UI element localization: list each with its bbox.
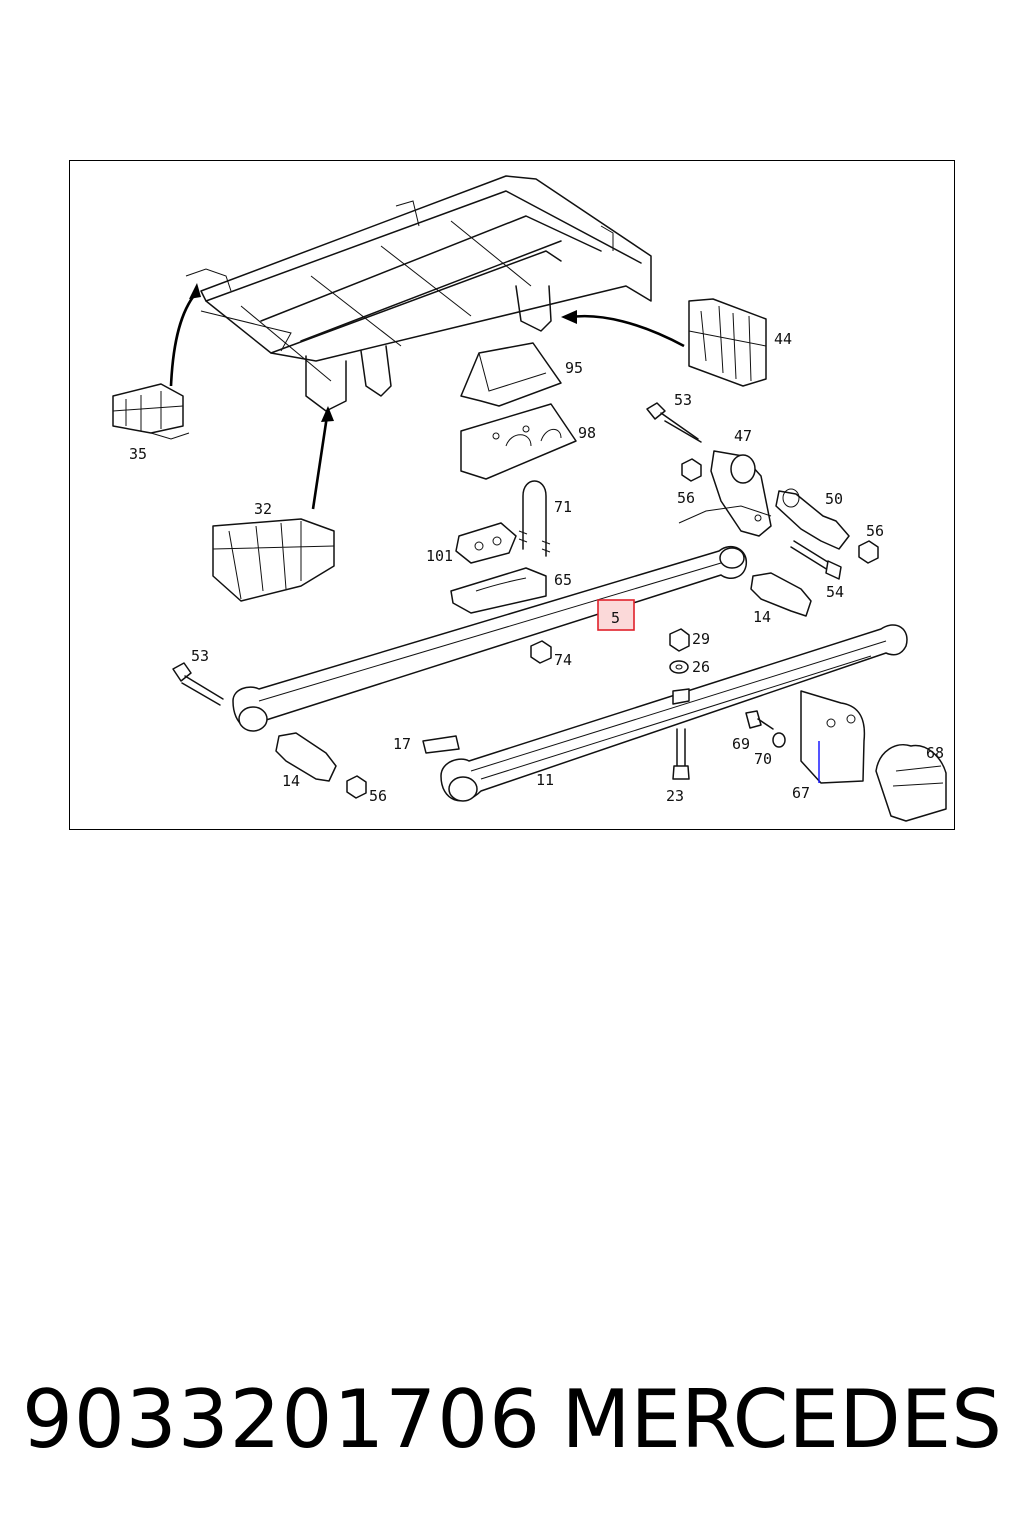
callout-14-right: 14: [753, 608, 771, 626]
callout-32: 32: [254, 500, 272, 518]
plate-101-illustration: [455, 522, 517, 564]
leaf-spring-5-illustration: [232, 545, 747, 732]
exploded-parts-diagram: 35 32 44 95 98 53 47 56 50 56 71 101 65 …: [112, 175, 947, 822]
callout-95: 95: [565, 359, 583, 377]
callout-74: 74: [554, 651, 572, 669]
bolt-53-left-illustration: [172, 662, 224, 706]
bushing-14-right-illustration: [750, 572, 812, 617]
callout-70: 70: [754, 750, 772, 768]
plate-95-illustration: [460, 342, 562, 407]
shackle-47-illustration: [710, 450, 772, 537]
callout-56-left: 56: [369, 787, 387, 805]
callout-56-right: 56: [866, 522, 884, 540]
cover-67-illustration: [800, 690, 866, 784]
bracket-44-illustration: [688, 298, 767, 387]
callout-26: 26: [692, 658, 710, 676]
parts-diagram-frame: 35 32 44 95 98 53 47 56 50 56 71 101 65 …: [69, 160, 955, 830]
bolt-53-top-illustration: [646, 402, 702, 443]
callout-68: 68: [926, 744, 944, 762]
callout-5: 5: [611, 609, 620, 627]
bolt-69-washer-70-illustration: [745, 710, 786, 748]
callout-71: 71: [554, 498, 572, 516]
callout-44: 44: [774, 330, 792, 348]
callout-101: 101: [426, 547, 453, 565]
callout-56-top: 56: [677, 489, 695, 507]
callout-69: 69: [732, 735, 750, 753]
bushing-50-illustration: [775, 488, 850, 550]
callout-53-top: 53: [674, 391, 692, 409]
leaf-spring-11-illustration: [440, 624, 908, 802]
callout-23: 23: [666, 787, 684, 805]
callout-14-left: 14: [282, 772, 300, 790]
chassis-frame-illustration: [185, 175, 652, 412]
callout-98: 98: [578, 424, 596, 442]
callout-53-left: 53: [191, 647, 209, 665]
bump-stop-68-illustration: [875, 744, 947, 822]
part-number: 9033201706: [22, 1373, 541, 1466]
callout-65: 65: [554, 571, 572, 589]
u-bolt-71-illustration: [518, 480, 551, 557]
callout-17: 17: [393, 735, 411, 753]
callout-35: 35: [129, 445, 147, 463]
brand-name: MERCEDES: [561, 1373, 1002, 1466]
bolt-54-illustration: [790, 540, 842, 580]
callout-47: 47: [734, 427, 752, 445]
pad-65-illustration: [450, 567, 547, 614]
callout-54: 54: [826, 583, 844, 601]
pad-17-illustration: [422, 735, 460, 754]
nut-29-washer-26-illustration: [669, 628, 690, 674]
bushing-14-left-illustration: [275, 732, 337, 782]
callout-67: 67: [792, 784, 810, 802]
callout-11: 11: [536, 771, 554, 789]
bolt-23-illustration: [672, 728, 690, 780]
callout-29: 29: [692, 630, 710, 648]
callout-labels: 35 32 44 95 98 53 47 56 50 56 71 101 65 …: [129, 330, 944, 805]
plate-98-illustration: [460, 403, 577, 480]
nut-74-illustration: [530, 640, 552, 664]
nut-56-illustration: [346, 458, 879, 799]
highlight-box-part-5: [597, 599, 635, 631]
footer: 9033201706 MERCEDES: [0, 1365, 1024, 1475]
assembly-arrows: [169, 283, 685, 510]
callout-50: 50: [825, 490, 843, 508]
bracket-35-illustration: [112, 383, 190, 440]
bracket-32-illustration: [212, 518, 335, 602]
